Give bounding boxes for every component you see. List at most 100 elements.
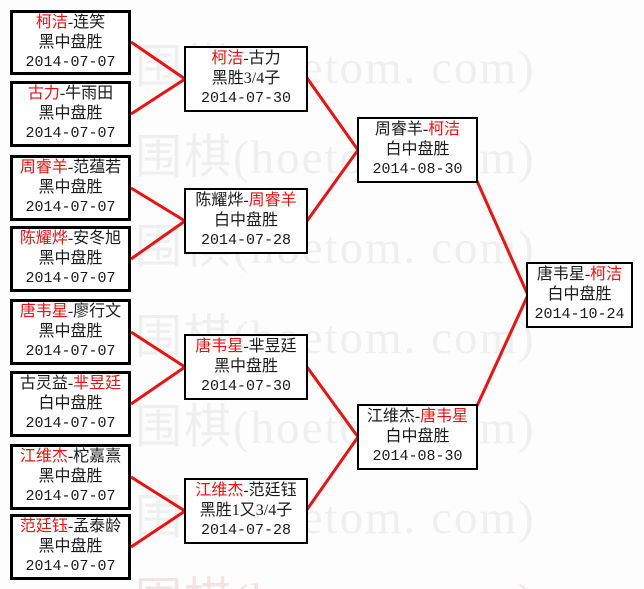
player-name: 廖行文 <box>73 303 122 320</box>
match-result: 白中盘胜 <box>547 286 612 303</box>
player-name: 江维杰 <box>19 448 68 465</box>
match-players: 陈耀烨-周睿羊 <box>195 191 296 211</box>
player-name: 唐韦星 <box>195 338 244 355</box>
match-players: 周睿羊-范蕴若 <box>20 158 121 178</box>
match-box-r16-2: 古力-牛雨田 黑中盘胜 2014-07-07 <box>10 81 131 147</box>
match-box-qf-2: 陈耀烨-周睿羊 白中盘胜 2014-07-28 <box>184 188 308 254</box>
match-date: 2014-07-28 <box>200 232 291 249</box>
bracket-line <box>130 330 186 369</box>
match-date: 2014-07-07 <box>25 199 116 216</box>
vs-dash: - <box>67 375 74 392</box>
vs-dash: - <box>243 482 249 499</box>
player-name: 范廷钰 <box>248 482 297 499</box>
match-date: 2014-07-07 <box>25 415 116 432</box>
bracket-line <box>475 180 529 294</box>
bracket-line <box>305 149 360 222</box>
vs-dash: - <box>59 85 66 102</box>
match-players: 柯洁-古力 <box>211 49 280 69</box>
match-players: 古灵益-芈昱廷 <box>20 374 121 394</box>
match-players: 唐韦星-柯洁 <box>537 265 622 285</box>
match-date: 2014-07-07 <box>25 343 116 360</box>
vs-dash: - <box>243 338 249 355</box>
vs-dash: - <box>67 448 74 465</box>
player-name: 江维杰 <box>195 482 244 499</box>
match-box-qf-4: 江维杰-范廷钰 黑胜1又3/4子 2014-07-28 <box>184 478 308 544</box>
match-players: 柯洁-连笑 <box>36 13 105 33</box>
player-name: 柯洁 <box>428 121 461 138</box>
bracket-line <box>130 77 186 116</box>
match-result: 黑胜3/4子 <box>211 70 281 87</box>
vs-dash: - <box>243 192 249 209</box>
match-result: 白中盘胜 <box>385 428 450 445</box>
player-name: 范廷钰 <box>19 518 68 535</box>
match-box-qf-1: 柯洁-古力 黑胜3/4子 2014-07-30 <box>184 46 308 112</box>
match-result: 黑中盘胜 <box>213 358 278 375</box>
match-players: 江维杰-柁嘉熹 <box>20 447 121 467</box>
vs-dash: - <box>414 408 421 425</box>
player-name: 周睿羊 <box>19 159 68 176</box>
player-name: 范蕴若 <box>73 159 122 176</box>
match-date: 2014-07-30 <box>200 378 291 395</box>
bracket-line <box>130 475 186 513</box>
match-box-final: 唐韦星-柯洁 白中盘胜 2014-10-24 <box>526 262 633 328</box>
bracket-line <box>305 366 360 438</box>
bracket-line <box>475 296 529 407</box>
bracket-line <box>130 40 186 81</box>
match-players: 唐韦星-芈昱廷 <box>195 337 296 357</box>
match-box-r16-6: 古灵益-芈昱廷 白中盘胜 2014-07-07 <box>10 371 131 437</box>
match-box-r16-3: 周睿羊-范蕴若 黑中盘胜 2014-07-07 <box>10 155 131 221</box>
player-name: 柯洁 <box>35 13 68 31</box>
bracket-line <box>305 77 360 151</box>
bracket-line <box>304 436 360 512</box>
vs-dash: - <box>422 121 429 138</box>
match-players: 陈耀烨-安冬旭 <box>20 229 121 249</box>
match-players: 范廷钰-孟泰龄 <box>20 517 121 537</box>
match-date: 2014-07-07 <box>25 270 116 287</box>
match-date: 2014-08-30 <box>372 448 463 465</box>
player-name: 孟泰龄 <box>73 518 122 535</box>
match-result: 黑中盘胜 <box>38 538 103 555</box>
match-players: 江维杰-范廷钰 <box>195 481 296 501</box>
player-name: 唐韦星 <box>420 408 469 425</box>
match-result: 黑中盘胜 <box>38 250 103 267</box>
player-name: 芈昱廷 <box>248 338 297 355</box>
match-box-r16-1: 柯洁-连笑 黑中盘胜 2014-07-07 <box>10 10 131 75</box>
player-name: 陈耀烨 <box>195 192 244 209</box>
match-result: 白中盘胜 <box>38 395 103 412</box>
match-players: 江维杰-唐韦星 <box>367 407 468 427</box>
player-name: 芈昱廷 <box>73 375 122 392</box>
match-result: 黑胜1又3/4子 <box>199 502 293 519</box>
match-date: 2014-10-24 <box>534 306 625 323</box>
player-name: 柯洁 <box>590 266 623 283</box>
player-name: 周睿羊 <box>374 121 423 138</box>
player-name: 陈耀烨 <box>19 230 68 247</box>
player-name: 唐韦星 <box>19 303 68 320</box>
player-name: 周睿羊 <box>248 192 297 209</box>
bracket-line <box>130 186 186 223</box>
player-name: 唐韦星 <box>536 266 585 283</box>
vs-dash: - <box>67 303 74 320</box>
player-name: 安冬旭 <box>73 230 122 247</box>
player-name: 古力 <box>248 50 281 67</box>
match-date: 2014-07-07 <box>25 558 116 575</box>
match-box-r16-7: 江维杰-柁嘉熹 黑中盘胜 2014-07-07 <box>10 444 131 510</box>
match-result: 白中盘胜 <box>213 212 278 229</box>
vs-dash: - <box>584 266 591 283</box>
match-result: 白中盘胜 <box>385 141 450 158</box>
match-date: 2014-08-30 <box>372 161 463 178</box>
bracket-line <box>130 365 186 406</box>
vs-dash: - <box>243 50 249 67</box>
player-name: 连笑 <box>73 13 106 31</box>
match-players: 周睿羊-柯洁 <box>375 120 460 140</box>
match-date: 2014-07-07 <box>25 53 116 71</box>
bracket-line <box>130 219 186 261</box>
match-box-r16-5: 唐韦星-廖行文 黑中盘胜 2014-07-07 <box>10 299 131 365</box>
match-result: 黑中盘胜 <box>38 179 103 196</box>
player-name: 江维杰 <box>366 408 415 425</box>
match-box-r16-8: 范廷钰-孟泰龄 黑中盘胜 2014-07-07 <box>10 514 131 580</box>
player-name: 古灵益 <box>19 375 68 392</box>
match-box-sf-2: 江维杰-唐韦星 白中盘胜 2014-08-30 <box>357 404 478 470</box>
match-result: 黑中盘胜 <box>38 468 103 485</box>
